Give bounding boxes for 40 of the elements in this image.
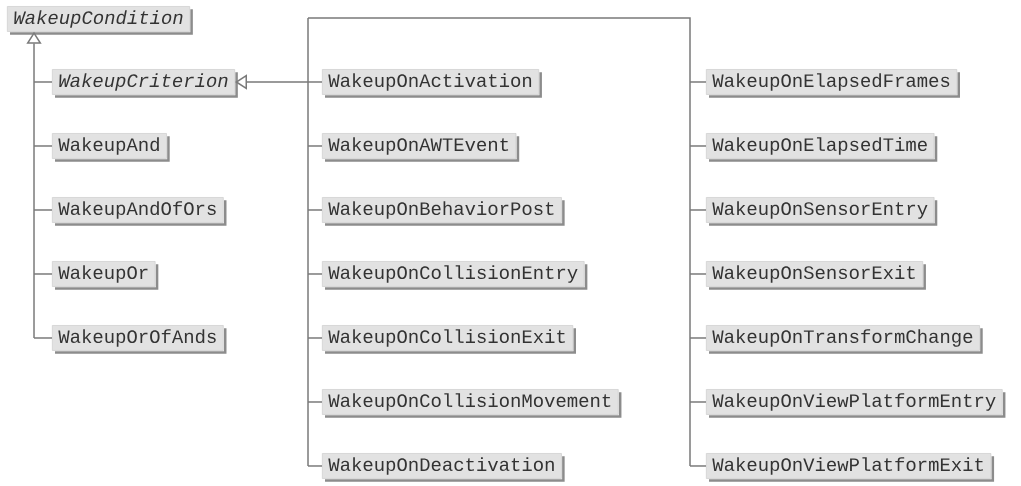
- class-box: WakeupOnViewPlatformExit: [706, 453, 995, 482]
- connector-line: [33, 273, 53, 275]
- class-box: WakeupAnd: [52, 133, 170, 162]
- class-box: WakeupOnViewPlatformEntry: [706, 389, 1006, 418]
- class-box: WakeupOnElapsedFrames: [706, 69, 960, 98]
- connector-line: [689, 401, 707, 403]
- connector-line: [689, 273, 707, 275]
- connector-line: [307, 209, 323, 211]
- connector-line: [689, 145, 707, 147]
- class-box: WakeupOnTransformChange: [706, 325, 983, 354]
- class-box: WakeupOr: [52, 261, 159, 290]
- class-box: WakeupOnSensorExit: [706, 261, 926, 290]
- class-box: WakeupOnAWTEvent: [322, 133, 520, 162]
- connector-line: [307, 401, 323, 403]
- connector-line: [689, 337, 707, 339]
- inheritance-arrow: [235, 17, 691, 467]
- class-box: WakeupOnElapsedTime: [706, 133, 938, 162]
- connector-line: [307, 81, 323, 83]
- connector-line: [33, 145, 53, 147]
- connector-line: [307, 465, 323, 467]
- class-box: WakeupOnSensorEntry: [706, 197, 938, 226]
- connector-line: [33, 81, 53, 83]
- class-box: WakeupOnDeactivation: [322, 453, 565, 482]
- class-box: WakeupOnCollisionMovement: [322, 389, 622, 418]
- connector-line: [689, 465, 707, 467]
- class-box: WakeupCondition: [7, 6, 193, 35]
- connector-line: [689, 209, 707, 211]
- class-box: WakeupAndOfOrs: [52, 197, 227, 226]
- connector-line: [307, 337, 323, 339]
- connector-line: [33, 209, 53, 211]
- connector-line: [307, 273, 323, 275]
- class-box: WakeupOnCollisionExit: [322, 325, 576, 354]
- connector-line: [689, 81, 707, 83]
- connector-line: [33, 337, 53, 339]
- class-box: WakeupOnCollisionEntry: [322, 261, 588, 290]
- class-box: WakeupOnBehaviorPost: [322, 197, 565, 226]
- class-box: WakeupOnActivation: [322, 69, 542, 98]
- connector-line: [307, 145, 323, 147]
- class-box: WakeupCriterion: [52, 69, 238, 98]
- class-box: WakeupOrOfAnds: [52, 325, 227, 354]
